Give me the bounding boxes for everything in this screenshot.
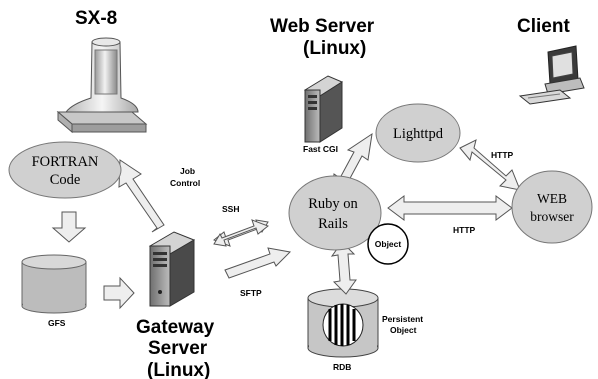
web-server-icon — [303, 75, 344, 143]
gfs-storage-icon — [21, 254, 87, 314]
gateway-os-heading: (Linux) — [147, 360, 210, 379]
gateway-server-icon — [148, 231, 196, 307]
sftp-arrow — [224, 247, 292, 279]
sx8-computer-icon — [56, 37, 148, 134]
fortran-label: FORTRAN — [32, 154, 99, 170]
lighttpd-label: Lighttpd — [393, 126, 444, 142]
object-label: Object — [375, 239, 402, 249]
sftp-label: SFTP — [240, 288, 262, 298]
gateway-server-heading: Server — [148, 338, 208, 359]
fortran-to-gfs-arrow — [51, 211, 87, 243]
gfs-label: GFS — [48, 318, 66, 328]
rails-label: Rails — [318, 216, 348, 232]
persistent-object-label: Persistent — [382, 314, 423, 324]
http-rails-browser-arrow — [387, 195, 513, 221]
job-control-label-2: Control — [170, 178, 200, 188]
persistent-object-label-2: Object — [390, 325, 417, 335]
http-lighttpd-browser-arrow — [459, 139, 521, 191]
ruby-on-rails-node — [288, 175, 382, 251]
client-computer-icon — [518, 45, 585, 105]
rdb-label: RDB — [333, 362, 351, 372]
rails-rdb-arrow — [330, 241, 357, 295]
gateway-heading: Gateway — [136, 317, 215, 338]
ruby-on-label: Ruby on — [308, 196, 358, 212]
gfs-to-gateway-arrow — [103, 276, 135, 310]
http-top-label: HTTP — [491, 150, 514, 160]
web-server-heading: Web Server — [270, 16, 375, 37]
code-label: Code — [50, 172, 81, 188]
job-control-label: Job — [180, 166, 195, 176]
fortran-code-node — [8, 141, 122, 199]
fast-cgi-label: Fast CGI — [303, 144, 338, 154]
object-node — [367, 223, 409, 265]
client-heading: Client — [517, 16, 570, 37]
browser-label: browser — [530, 209, 574, 224]
rdb-database-icon — [307, 288, 379, 358]
web-browser-node — [511, 170, 593, 244]
lighttpd-node — [375, 103, 461, 163]
job-control-arrow — [118, 159, 165, 233]
ssh-label: SSH — [222, 204, 239, 214]
ssh-arrow-return — [213, 219, 269, 247]
web-label: WEB — [537, 191, 567, 206]
web-server-os-heading: (Linux) — [303, 38, 366, 59]
sx8-heading: SX-8 — [75, 8, 117, 29]
http-mid-label: HTTP — [453, 225, 476, 235]
